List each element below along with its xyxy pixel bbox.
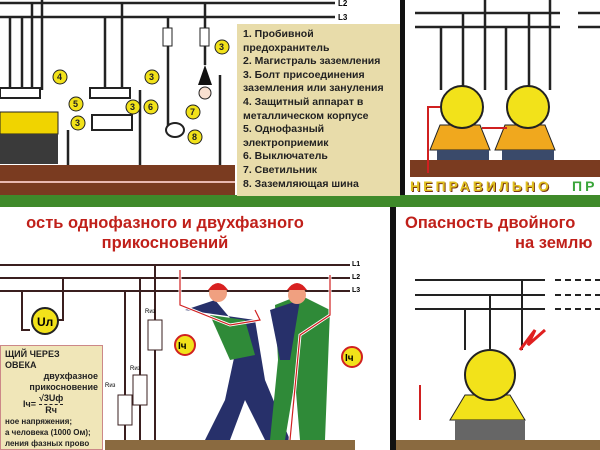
wrong-ground-wire [427, 106, 440, 173]
title-line: на землю [515, 234, 593, 252]
resistance-label: Rиз [145, 309, 156, 315]
protective-device [0, 87, 41, 99]
resistance-label: Rиз [130, 366, 141, 372]
motor-left [429, 85, 491, 165]
marker: 3 [130, 102, 135, 112]
right-label: ПР [572, 178, 598, 194]
marker: 8 [192, 132, 197, 142]
section-title: Опасность двойного на землю [405, 213, 600, 253]
lamp [198, 65, 212, 85]
equipment-housing [0, 111, 59, 135]
marker: 6 [148, 102, 153, 112]
divider [390, 207, 396, 450]
worker-left [178, 270, 290, 440]
line-label: L1 [352, 261, 360, 268]
current-label: Iч [178, 341, 187, 352]
marker: 3 [219, 42, 224, 52]
resistor [117, 394, 133, 426]
marker: 4 [57, 72, 62, 82]
formula-subtitle: двухфазное [43, 371, 98, 381]
banner [0, 195, 600, 207]
formula-note: ления фазных прово [5, 439, 90, 448]
wrong-label: НЕПРАВИЛЬНО [410, 178, 552, 194]
marker: 3 [75, 118, 80, 128]
resistor [132, 374, 148, 406]
current-marker [174, 334, 196, 356]
legend-box: 1. Пробивной предохранитель 2. Магистрал… [237, 24, 400, 196]
formula-note: ное напряжения; [5, 417, 73, 426]
grounding-bus [0, 165, 235, 195]
formula-heading: ЩИЙ ЧЕРЕЗ [5, 349, 60, 359]
current-marker [341, 346, 363, 368]
legend-item: 4. Защитный аппарат в металлическом корп… [243, 95, 369, 122]
switch [165, 122, 185, 138]
formula-fraction: √3Uф Rч [38, 393, 64, 416]
single-phase-receiver [91, 114, 133, 131]
formula-heading: ОВЕКА [5, 360, 37, 370]
marker: 5 [73, 99, 78, 109]
title-line: ость однофазного и двухфазного [26, 214, 304, 232]
fuse [162, 27, 173, 47]
voltmeter [31, 307, 59, 335]
line-label: L2 [352, 274, 360, 281]
formula-box: ЩИЙ ЧЕРЕЗ ОВЕКА двухфазное прикосновение… [0, 345, 103, 450]
legend-item: 7. Светильник [243, 163, 318, 176]
motor [449, 349, 526, 440]
worker-right [270, 275, 332, 441]
legend-item: 5. Однофазный электроприемик [243, 123, 329, 149]
line-label: L3 [338, 13, 348, 22]
title-line: прикосновений [101, 234, 229, 252]
legend-item: 1. Пробивной предохранитель [243, 28, 330, 54]
lamp-bulb [198, 86, 212, 100]
current-label: Iч [345, 353, 354, 364]
resistance-label: Rиз [105, 383, 116, 389]
protective-device [89, 87, 131, 99]
number-markers [52, 39, 230, 145]
formula-note: а человека (1000 Ом); [5, 428, 91, 437]
formula: Iч= √3Uф Rч [5, 393, 98, 416]
line-label: L3 [352, 287, 360, 294]
line-label: L2 [338, 0, 348, 8]
legend-item: 8. Заземляющая шина [243, 177, 359, 190]
section-title: ость однофазного и двухфазного прикоснов… [0, 213, 330, 253]
fuse [199, 27, 210, 47]
title-line: Опасность двойного [405, 214, 576, 232]
resistor [147, 319, 163, 351]
legend-item: 6. Выключатель [243, 150, 328, 163]
formula-numerator: √3Uф [38, 393, 64, 405]
formula-lhs: Iч= [23, 399, 36, 409]
legend-item: 2. Магистраль заземления [243, 55, 381, 68]
marker: 7 [190, 107, 195, 117]
marker: 3 [149, 72, 154, 82]
equipment-base [0, 134, 58, 164]
legend-item: 3. Болт присоединения заземления или зан… [243, 68, 384, 95]
motor-right [494, 85, 556, 165]
formula-denominator: Rч [45, 405, 58, 415]
formula-subtitle: прикосновение [29, 382, 98, 392]
ground [396, 440, 600, 450]
floor [105, 440, 355, 450]
divider [400, 0, 405, 195]
voltmeter-label: Uл [37, 315, 53, 329]
fault-spark-icon [518, 328, 546, 351]
ground [410, 160, 600, 177]
